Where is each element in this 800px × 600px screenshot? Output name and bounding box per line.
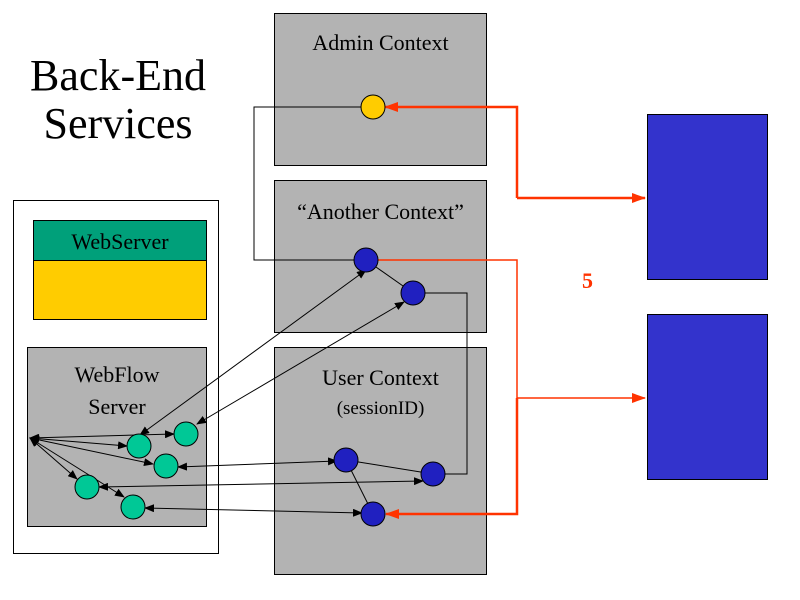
admin-context-label: Admin Context xyxy=(312,30,449,55)
another-to-user-link xyxy=(413,292,468,475)
webflow-node-2 xyxy=(126,433,152,459)
step-label: 5 xyxy=(582,268,593,293)
arrow-to-another-1 xyxy=(139,269,367,436)
another-node-2 xyxy=(400,280,426,306)
webflow-node-4 xyxy=(74,474,100,500)
user-node-3 xyxy=(360,501,386,527)
fan-arrow-2 xyxy=(29,430,175,442)
title-line-1: Back-End xyxy=(30,51,206,100)
arrow-to-user-1 xyxy=(177,457,338,471)
webflow-node-3 xyxy=(153,453,179,479)
nodes xyxy=(74,94,446,527)
fan-arrow-5 xyxy=(29,437,125,498)
red-thin-lines xyxy=(373,259,646,403)
title-line-2: Services xyxy=(43,99,193,148)
webserver-label: WebServer xyxy=(71,229,169,254)
another-context-label: “Another Context” xyxy=(297,199,464,224)
webflow-node-5 xyxy=(120,494,146,520)
red-arrow-user xyxy=(385,398,519,519)
remote-service-box-bottom xyxy=(647,314,768,480)
fan-arrow-1 xyxy=(29,434,128,450)
context-links xyxy=(253,106,468,515)
arrow-to-another-2 xyxy=(196,301,405,425)
webflow-node-1 xyxy=(173,421,199,447)
remote-service-box-top xyxy=(647,114,768,280)
arrow-to-user-2 xyxy=(98,477,424,491)
arrow-to-user-3 xyxy=(144,504,363,517)
admin-context-box: Admin Context xyxy=(274,13,487,166)
admin-node xyxy=(360,94,386,120)
user-node-2 xyxy=(420,461,446,487)
black-arrows xyxy=(29,269,424,517)
red-line-another xyxy=(373,259,518,398)
page-title: Back-End Services xyxy=(18,52,218,148)
user-node-link-a xyxy=(345,459,434,475)
admin-to-another-link xyxy=(253,106,373,261)
webflow-label-line-2: Server xyxy=(88,394,146,419)
red-arrow-admin xyxy=(384,102,519,198)
another-node-1 xyxy=(353,247,379,273)
user-node-1 xyxy=(333,447,359,473)
red-arrows xyxy=(384,102,646,519)
webserver-header xyxy=(34,221,206,261)
fan-arrow-4 xyxy=(29,437,78,480)
